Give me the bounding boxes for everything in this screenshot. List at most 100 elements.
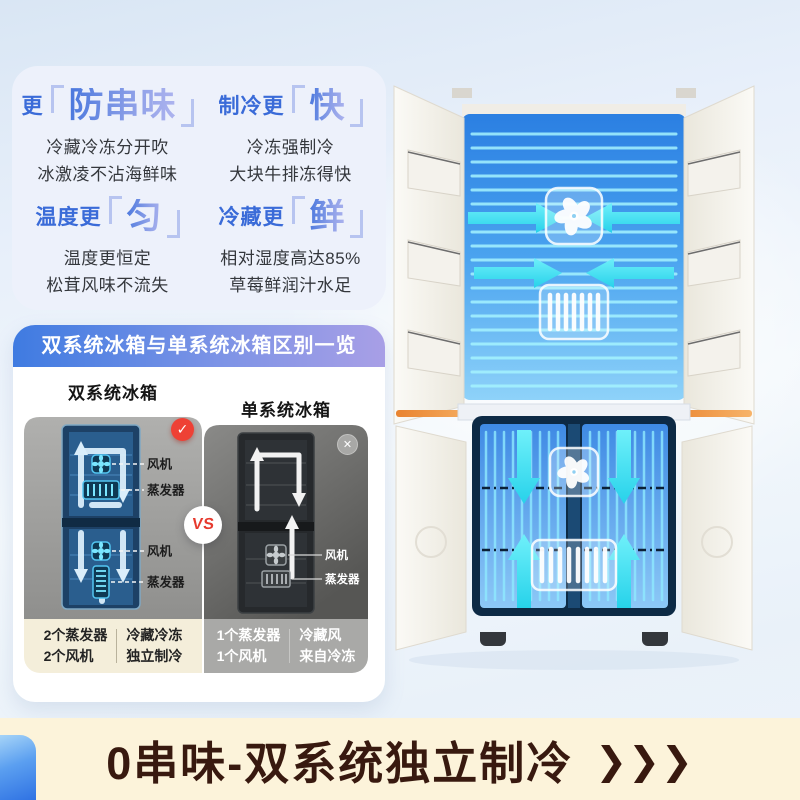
bracket-close-icon xyxy=(349,210,363,239)
cross-badge-icon: ✕ xyxy=(337,434,358,455)
feature-highlight: 快 xyxy=(309,85,346,125)
evaporator-icon-upper xyxy=(538,283,610,341)
feature-desc: 冷藏冷冻分开吹 xyxy=(46,138,169,158)
upper-door-right xyxy=(666,85,755,425)
next-section-corner xyxy=(0,735,36,800)
feature-item-fast-cooling: 制冷更 快 冷冻强制冷 大块牛排冻得快 xyxy=(199,80,382,191)
feature-highlight: 匀 xyxy=(126,196,163,236)
upper-door-left xyxy=(393,85,482,425)
caption-line: 2个风机 xyxy=(43,648,94,664)
chevron-right-icons: ❯❯❯ xyxy=(595,740,694,783)
airflow-arrow-right-upper xyxy=(584,203,680,288)
feature-headline: 温度更 匀 xyxy=(35,193,180,239)
evaporator-label: 蒸发器 xyxy=(325,572,360,586)
dual-system-caption: 2个蒸发器 2个风机 冷藏冷冻 独立制冷 xyxy=(24,619,202,673)
upper-cavity xyxy=(462,114,686,400)
bracket-open-icon xyxy=(292,85,306,114)
single-system-diagram: 风机 蒸发器 xyxy=(204,425,368,619)
bracket-open-icon xyxy=(292,196,306,225)
caption-line: 1个蒸发器 xyxy=(216,627,281,644)
single-system-caption: 1个蒸发器 1个风机 冷藏风 来自冷冻 xyxy=(204,619,368,673)
airflow-arrow-down-lower xyxy=(508,430,640,504)
vs-label: VS xyxy=(190,516,216,533)
single-airflow-arrows xyxy=(254,452,302,580)
single-evaporator-icon xyxy=(261,570,291,588)
feature-item-freshness: 冷藏更 鲜 相对湿度高达85% 草莓鲜润汁水足 xyxy=(199,191,382,302)
door-emboss xyxy=(701,526,733,558)
caption-line: 来自冷冻 xyxy=(299,648,356,664)
door-bins-right xyxy=(687,149,741,377)
dual-evaporator-icon-lower xyxy=(92,565,110,599)
feature-highlight: 鲜 xyxy=(309,196,346,236)
bracket-close-icon xyxy=(180,99,194,128)
door-bins-left xyxy=(407,149,461,377)
bracket-close-icon xyxy=(349,99,363,128)
hinge xyxy=(676,88,696,98)
dual-fan-icon-upper xyxy=(91,454,111,474)
caption-divider xyxy=(289,629,291,663)
feature-prefix: 更 xyxy=(21,95,44,119)
caption-line: 1个风机 xyxy=(216,648,267,664)
comparison-title: 双系统冰箱与单系统冰箱区别一览 xyxy=(13,325,385,367)
fan-label: 风机 xyxy=(325,548,348,562)
caption-line: 冷藏风 xyxy=(299,627,342,644)
feature-card: 更 防串味 冷藏冷冻分开吹 冰激凌不沾海鲜味 制冷更 快 冷冻强制冷 大块牛排冻… xyxy=(12,66,386,310)
lower-door-right xyxy=(681,425,753,651)
dual-system-diagram: 风机 蒸发器 风机 蒸发器 xyxy=(24,417,202,619)
caption-line: 独立制冷 xyxy=(126,648,183,664)
feature-prefix: 制冷更 xyxy=(218,95,285,119)
feature-desc: 相对湿度高达85% xyxy=(220,249,361,269)
comparison-card: 双系统冰箱与单系统冰箱区别一览 双系统冰箱 单系统冰箱 xyxy=(13,325,385,702)
feature-desc: 温度更恒定 xyxy=(63,249,152,269)
feature-headline: 冷藏更 鲜 xyxy=(218,193,363,239)
evaporator-icon-lower xyxy=(530,538,618,592)
feature-desc: 冰激凌不沾海鲜味 xyxy=(37,165,178,184)
check-glyph: ✓ xyxy=(176,421,189,437)
caption-line: 2个蒸发器 xyxy=(43,627,108,644)
floor-shadow xyxy=(409,650,739,670)
single-fridge-cutaway xyxy=(237,432,315,614)
dual-evaporator-icon-upper xyxy=(82,480,120,500)
bracket-close-icon xyxy=(166,210,180,239)
dual-fan-icon-lower xyxy=(91,541,111,561)
caption-divider xyxy=(116,629,118,663)
fan-label: 风机 xyxy=(147,544,173,559)
cabinet-top xyxy=(462,104,686,116)
fan-label: 风机 xyxy=(147,457,173,472)
evaporator-label: 蒸发器 xyxy=(147,575,185,590)
feature-desc: 松茸风味不流失 xyxy=(46,276,169,295)
caption-line: 冷藏冷冻 xyxy=(126,627,183,644)
hinge xyxy=(452,88,472,98)
vs-badge: VS xyxy=(184,506,222,544)
cross-glyph: ✕ xyxy=(342,439,353,451)
check-badge-icon: ✓ xyxy=(171,418,194,441)
fridge-illustration xyxy=(393,85,755,670)
single-leader-lines xyxy=(288,554,322,580)
fan-icon-lower xyxy=(548,446,600,498)
fridge-feet xyxy=(480,632,668,646)
single-fan-icon xyxy=(265,544,287,566)
feature-prefix: 温度更 xyxy=(35,206,102,230)
feature-desc: 草莓鲜润汁水足 xyxy=(229,276,352,295)
feature-headline: 制冷更 快 xyxy=(218,82,363,128)
lower-cavity xyxy=(472,416,676,616)
feature-prefix: 冷藏更 xyxy=(218,206,285,230)
dual-system-heading: 双系统冰箱 xyxy=(68,384,158,403)
feature-item-anti-odor: 更 防串味 冷藏冷冻分开吹 冰激凌不沾海鲜味 xyxy=(16,80,199,191)
bracket-open-icon xyxy=(51,85,65,114)
feature-desc: 冷冻强制冷 xyxy=(246,138,335,158)
feature-headline: 更 防串味 xyxy=(21,82,194,128)
bottom-banner: 0串味-双系统独立制冷 ❯❯❯ xyxy=(0,718,800,800)
feature-item-even-temp: 温度更 匀 温度更恒定 松茸风味不流失 xyxy=(16,191,199,302)
evaporator-label: 蒸发器 xyxy=(147,483,185,498)
airflow-arrow-left-upper xyxy=(468,203,564,288)
bracket-open-icon xyxy=(109,196,123,225)
feature-desc: 大块牛排冻得快 xyxy=(229,165,352,184)
door-emboss xyxy=(415,526,447,558)
single-system-heading: 单系统冰箱 xyxy=(241,401,331,420)
banner-title: 0串味-双系统独立制冷 xyxy=(106,737,574,789)
dual-leader-lines xyxy=(111,463,144,583)
feature-highlight: 防串味 xyxy=(68,85,177,125)
single-airflow-arrowheads xyxy=(250,447,306,529)
